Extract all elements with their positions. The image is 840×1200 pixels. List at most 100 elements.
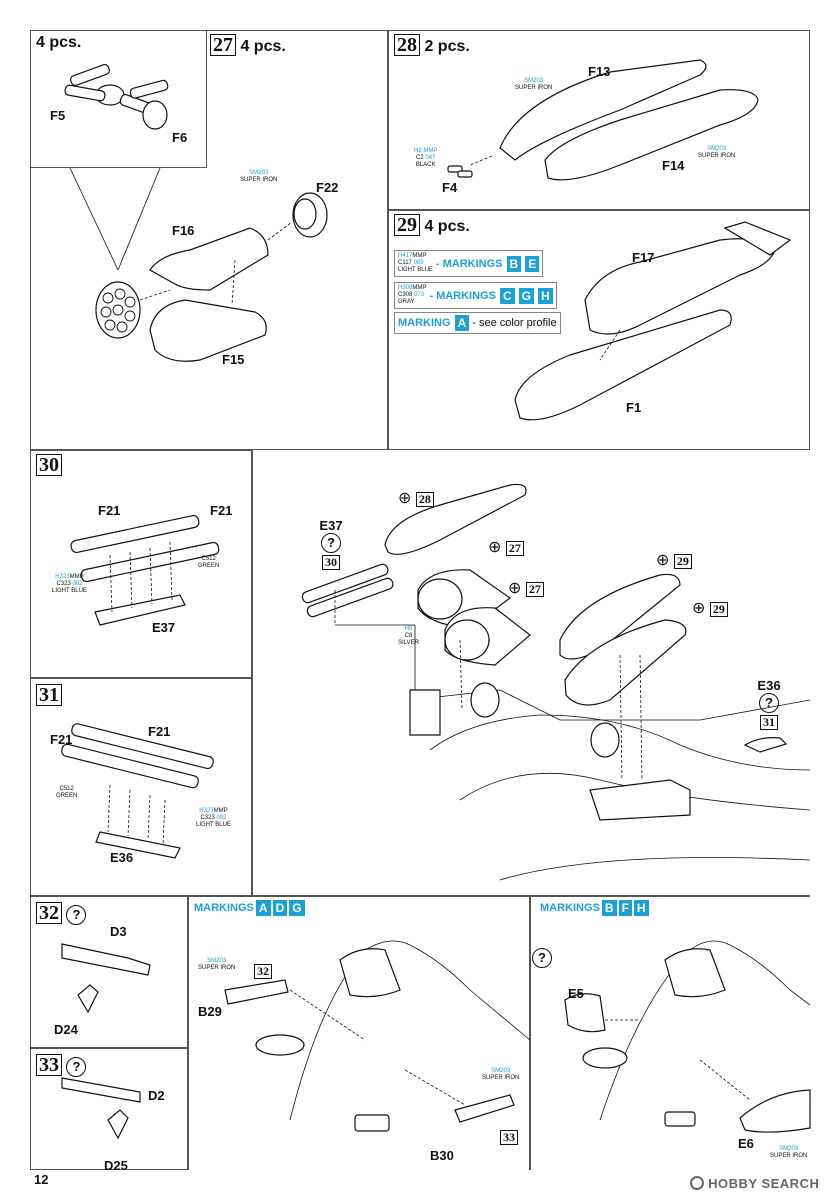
marking-letter: F: [618, 900, 632, 916]
markings-text: - MARKINGS: [435, 257, 503, 270]
paint-name: GREEN: [56, 793, 78, 799]
bfh-question: ?: [532, 948, 552, 968]
step31-number: 31: [36, 684, 62, 706]
color-profile-note: - see color profile: [472, 317, 557, 329]
part-label-f5: F5: [50, 108, 66, 123]
paint-mmp: MMP: [412, 253, 427, 259]
ref-step29b: ⊕ 29: [692, 598, 728, 618]
step30-paint2: H323MMP C323 092 LIGHT BLUE: [52, 574, 87, 595]
watermark-text: HOBBY SEARCH: [708, 1176, 820, 1191]
step33-header: 33 ?: [36, 1054, 87, 1077]
paint-chip: H417MMP C117 089 LIGHT BLUE: [398, 253, 433, 274]
step28-number: 28: [394, 34, 420, 56]
arrow-circle-icon: ⊕: [656, 552, 670, 569]
main-silver-paint: H8 C8 SILVER: [398, 626, 419, 647]
paint-code: SM203: [491, 1068, 511, 1074]
marking-letter: G: [518, 287, 534, 304]
paint-c: C8: [404, 633, 413, 639]
paint-mmp: MMP: [412, 285, 427, 291]
part-label-b29: B29: [198, 1004, 222, 1019]
step-ref: 27: [525, 582, 544, 597]
part-label-f21: F21: [210, 503, 233, 518]
panel-step30: [30, 450, 252, 678]
marking-text: MARKING: [398, 317, 451, 329]
panel-step33: [30, 1048, 188, 1170]
paint-code: SM203: [779, 1146, 799, 1152]
main-e37-group: E37 ? 30: [318, 518, 344, 571]
step27-paint: SM203 SUPER IRON: [240, 170, 277, 184]
step28-paint3: H2 MMP C2 047 BLACK: [414, 148, 437, 169]
marking-letter: B: [506, 255, 522, 272]
paint-name: SUPER IRON: [482, 1075, 520, 1081]
part-label-e37: E37: [152, 620, 176, 635]
paint-name: SUPER IRON: [515, 85, 553, 91]
ref-step27b: ⊕ 27: [508, 578, 544, 598]
ref-step27a: ⊕ 27: [488, 537, 524, 557]
step30-header: 30: [36, 454, 62, 476]
inset-box: [30, 30, 207, 168]
step32-number: 32: [36, 902, 62, 924]
marking-letter: D: [272, 900, 288, 916]
marking-letter: E: [525, 255, 540, 272]
paint-h: H308: [398, 285, 413, 291]
arrow-circle-icon: ⊕: [508, 580, 522, 597]
step28-paint2: SM203 SUPER IRON: [698, 146, 735, 160]
paint-chip: H308MMP C308 073 GRAY: [398, 285, 426, 306]
step31-paint1: C512 GREEN: [56, 786, 77, 800]
panel-top-left: [30, 30, 388, 450]
paint-code: C512: [59, 786, 74, 792]
paint-c: C323: [200, 815, 215, 821]
panel-step29: [388, 210, 810, 450]
part-label-f21: F21: [50, 732, 73, 747]
paint-h: H2: [414, 148, 422, 154]
step31-header: 31: [36, 684, 62, 706]
step28-paint1: SM203 SUPER IRON: [515, 78, 552, 92]
ref-step28: ⊕ 28: [398, 488, 434, 508]
panel-main-assembly: [252, 450, 810, 896]
paint-h: H323: [55, 574, 70, 580]
paint-name: LIGHT BLUE: [52, 588, 87, 594]
paint-mmp: MMP: [69, 574, 84, 580]
question-icon: ?: [759, 693, 779, 713]
paint-name: SUPER IRON: [698, 153, 736, 159]
arrow-circle-icon: ⊕: [398, 490, 412, 507]
adg-paint2: SM203 SUPER IRON: [482, 1068, 519, 1082]
paint-name: LIGHT BLUE: [398, 267, 433, 273]
step27-number: 27: [210, 34, 236, 56]
part-label-f22: F22: [316, 180, 339, 195]
paint-name: BLACK: [415, 162, 436, 168]
marking-letter: B: [601, 900, 617, 916]
step-ref: 27: [505, 541, 524, 556]
paint-n: 073: [414, 292, 425, 298]
panel-step31: [30, 678, 252, 896]
panel-step32: [30, 896, 188, 1048]
part-label-e6: E6: [738, 1136, 754, 1151]
part-label-e36: E36: [757, 678, 781, 693]
page-number: 12: [34, 1172, 49, 1187]
paint-code: SM203: [524, 78, 544, 84]
arrow-circle-icon: ⊕: [488, 539, 502, 556]
step30-paint1: C512 GREEN: [198, 556, 219, 570]
part-label-f16: F16: [172, 223, 195, 238]
watermark-logo-icon: [690, 1176, 704, 1190]
step29-row2: H308MMP C308 073 GRAY - MARKINGS C G H: [394, 282, 557, 309]
bfh-paint1: SM203 SUPER IRON: [770, 1146, 807, 1160]
ref-step29a: ⊕ 29: [656, 550, 692, 570]
step28-header: 28 2 pcs.: [394, 34, 470, 56]
part-label-d2: D2: [148, 1088, 165, 1103]
marking-letter: C: [499, 287, 515, 304]
step-ref: 30: [322, 555, 340, 570]
step30-number: 30: [36, 454, 62, 476]
paint-mmp: MMP: [213, 808, 228, 814]
panel-step28: [388, 30, 810, 210]
adg-step-ref32: 32: [254, 962, 272, 980]
part-label-f1: F1: [626, 400, 642, 415]
question-icon: ?: [321, 533, 341, 553]
markings-text: MARKINGS: [194, 902, 254, 914]
part-label-d24: D24: [54, 1022, 78, 1037]
paint-h: H323: [199, 808, 214, 814]
markings-adg-header: MARKINGS A D G: [194, 900, 305, 916]
paint-code: C512: [201, 556, 216, 562]
main-e36-group: E36 ? 31: [756, 678, 782, 731]
